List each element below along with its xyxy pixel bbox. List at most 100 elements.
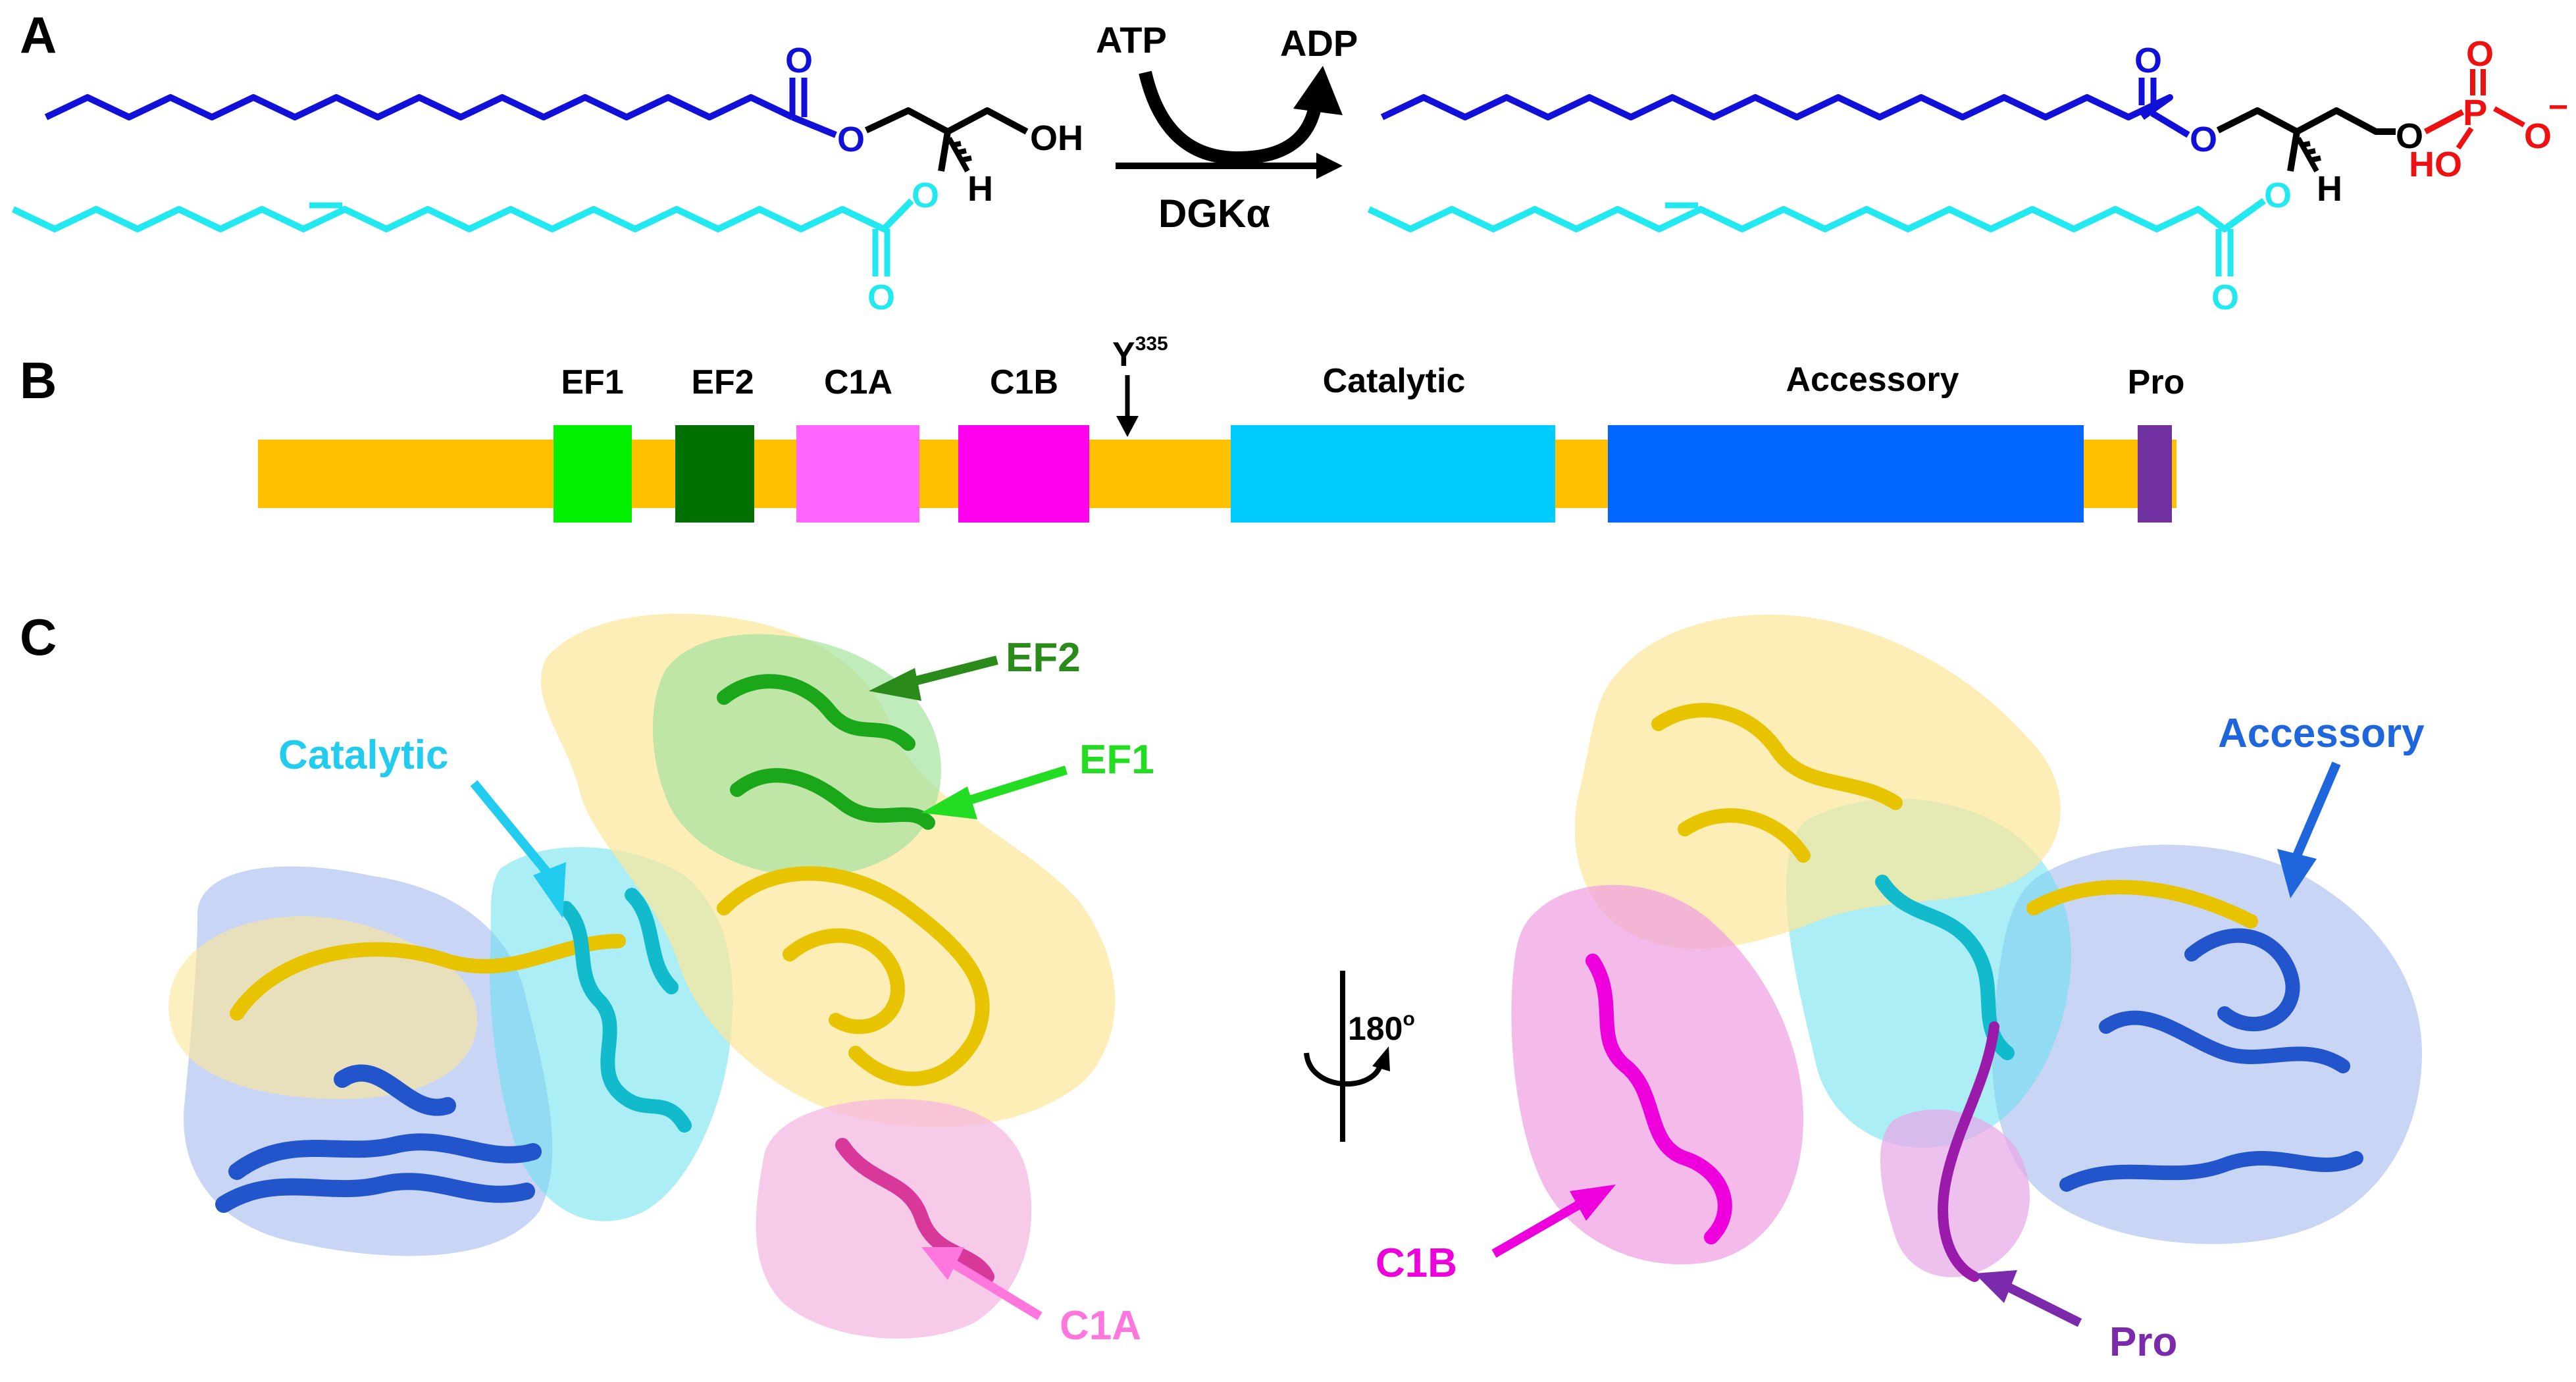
pa-palmitoyl-carbonyl-o: O [2134,41,2162,80]
c1a-ribbon-left [835,1138,994,1284]
domain-bar-c1a [796,425,919,523]
y335-marker: Y335 [1112,333,1168,437]
accessory-label: Accessory [2218,711,2425,756]
c1b-arrowhead [1570,1185,1616,1221]
panel-a-letter: A [20,6,57,64]
phosphatidic-acid-molecule: O O O H O O P O O − [1367,34,2568,317]
accessory-arrowhead [2277,849,2317,898]
y335-superscript: 335 [1135,333,1168,355]
phosphate-bond-o [2423,109,2465,134]
enzyme-label: DGKα [1158,192,1270,236]
pa-glycerol-to-o2 [2287,131,2300,172]
phosphate-ho: HO [2409,145,2462,184]
phosphate-bond-ho [2456,126,2474,150]
oleoyl-carbonyl-o: O [867,278,895,317]
panel-c-letter: C [20,608,57,666]
rotation-indicator: 180o [1304,971,1415,1142]
accessory-ribbon-right [2059,928,2363,1192]
accessory-ribbon-left [215,1064,542,1213]
callout-c1b-right: C1B [1376,1185,1616,1286]
pro-label: Pro [2109,1319,2177,1365]
pa-oleoyl-carbonyl-o: O [2211,278,2239,317]
pa-ester-o-2: O [2264,176,2292,215]
yellow-ribbon-right [1651,703,2258,929]
phosphorus: P [2463,91,2487,133]
pa-oleoyl-chain [1367,197,2266,232]
stereo-hash [946,137,972,172]
pa-phosphoester-o: O [2396,116,2423,156]
phosphate-o-minus: O [2524,116,2552,156]
catalytic-arrowhead [533,862,566,918]
callout-ef2-left: EF2 [869,635,1081,701]
domain-label-pro: Pro [2128,363,2185,401]
glycerol-backbone [864,107,1029,135]
y335-arrowhead [1116,416,1139,437]
rotation-degrees: 180 [1348,1010,1403,1047]
structure-view-back: Accessory C1B Pro [1376,614,2425,1365]
domain-label-ef1: EF1 [561,363,623,401]
y335-label: Y335 [1112,333,1168,374]
pro-arrow-line [2005,1282,2082,1327]
atp-to-adp-curve [1139,70,1323,165]
catalytic-ribbon-left [559,888,692,1133]
callout-pro-right: Pro [1974,1270,2177,1365]
phosphate-bond-ominus [2493,106,2525,128]
pa-ester-o-1: O [2190,120,2217,159]
domain-label-ef2: EF2 [691,363,754,401]
pa-stereo-hash [2296,137,2321,172]
domain-label-catalytic: Catalytic [1323,362,1466,400]
panel-c: C EF2 EF1 Catal [20,608,2425,1365]
callout-c1a-left: C1A [921,1247,1141,1348]
domain-label-accessory: Accessory [1786,361,1959,399]
y335-letter: Y [1112,336,1135,374]
domain-bar-ef1 [554,425,632,523]
ester-o-2: O [912,176,939,215]
oleoyl-chain [11,198,914,232]
adp-arrowhead [1293,66,1343,115]
accessory-arrow-line [2292,761,2341,857]
phosphate-minus: − [2548,88,2568,126]
ef1-arrowhead [921,786,977,819]
panel-b: B EF1 EF2 C1A C1B Catalytic Accessory Pr… [20,333,2184,523]
palmitoyl-chain [44,94,794,120]
callout-ef1-left: EF1 [921,737,1154,819]
pa-palmitoyl-chain [1380,94,2173,120]
ef2-label: EF2 [1006,635,1081,680]
diacylglycerol-molecule: O O OH H O O [11,41,1083,317]
ester-bond-1 [791,114,837,138]
domain-bar-c1b [958,425,1089,523]
panel-b-letter: B [20,351,57,409]
rotation-arrowhead [1372,1046,1390,1071]
rotation-label: 180o [1348,1008,1415,1047]
c1a-surface-left [756,1099,1032,1339]
domain-bar-accessory [1608,425,2084,523]
c1a-label: C1A [1060,1303,1141,1348]
pro-arrowhead [1974,1270,2017,1303]
pa-stereo-h: H [2317,169,2342,209]
domain-bar-pro [2138,425,2172,523]
ef2-arrow-line [900,655,998,689]
c1b-ribbon-right [1585,954,1732,1244]
c1a-arrowhead [921,1247,964,1280]
pa-ester-bond-1 [2150,110,2190,138]
callout-accessory-right: Accessory [2218,711,2425,898]
structure-view-front: EF2 EF1 Catalytic C1A [168,613,1154,1348]
ef1-arrow-line [959,765,1068,807]
pa-glycerol-backbone [2216,107,2396,135]
c1b-label: C1B [1376,1241,1457,1286]
palmitoyl-carbonyl-o: O [785,41,813,80]
ef2-arrowhead [869,668,921,701]
domain-bar-ef2 [675,425,754,523]
yellow-ribbon-left [230,866,990,1087]
pro-ribbon-right [1938,1021,1999,1282]
ef-ribbon-left [717,674,935,830]
phosphate-o-top: O [2466,34,2494,74]
adp-label: ADP [1280,22,1358,64]
atp-label: ATP [1096,19,1167,61]
yellow-surface-left-lobe [168,916,478,1099]
panel-a: A O O OH H O O ATP ADP [11,6,2568,317]
hydroxyl-oh: OH [1030,118,1083,158]
phosphate-group: P O O − HO [2409,34,2568,184]
catalytic-arrow-line [470,780,554,879]
